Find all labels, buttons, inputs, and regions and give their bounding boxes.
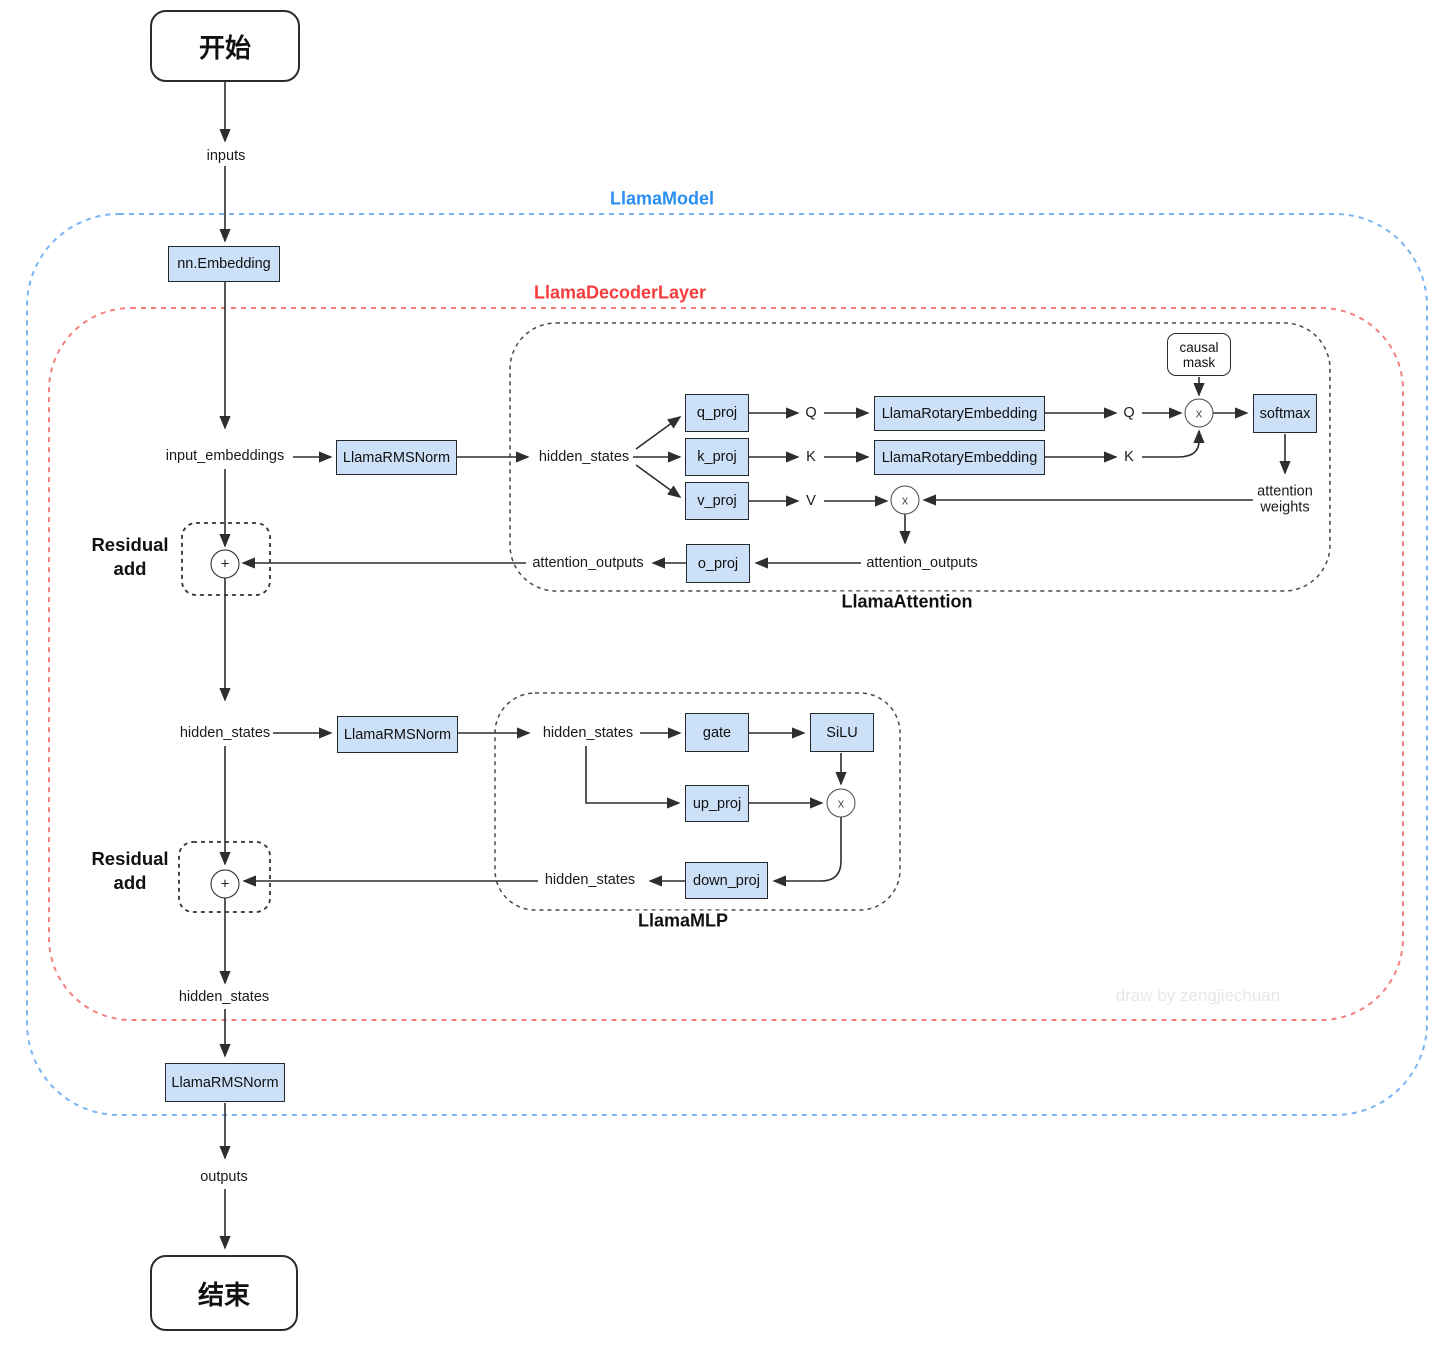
post-attention-rmsnorm-node: LlamaRMSNorm: [337, 716, 458, 753]
k-proj-node: k_proj: [685, 438, 749, 476]
start-node: 开始: [150, 10, 300, 82]
llama-decoder-layer-container: [48, 307, 1404, 1021]
causal-mask-node: causal mask: [1167, 333, 1231, 376]
mlp-multiply-icon: x: [826, 788, 856, 818]
attention-outputs-right-label: attention_outputs: [863, 555, 981, 571]
residual-label-1-line2: add: [113, 558, 147, 579]
end-node: 结束: [150, 1255, 298, 1331]
causal-mask-line2: mask: [1182, 354, 1216, 370]
attention-outputs-left-label: attention_outputs: [529, 555, 647, 571]
rotary-embedding-k-node: LlamaRotaryEmbedding: [874, 440, 1045, 475]
attention-weights-label: attention weights: [1254, 483, 1316, 516]
final-rmsnorm-node: LlamaRMSNorm: [165, 1063, 285, 1102]
residual-label-2-line1: Residual: [91, 848, 169, 869]
llama-mlp-title: LlamaMLP: [633, 910, 733, 932]
residual-add-box-2: [178, 841, 271, 913]
hidden-states-out-label: hidden_states: [175, 989, 273, 1005]
q-label: Q: [802, 405, 820, 421]
diagram-edges: [219, 82, 1291, 1250]
down-proj-node: down_proj: [685, 862, 768, 899]
llama-mlp-container: [494, 692, 901, 911]
residual-add-icon-1: +: [210, 549, 240, 579]
attention-weights-line2: weights: [1260, 499, 1310, 515]
v-proj-node: v_proj: [685, 482, 749, 520]
mlp-hidden-states-out-label: hidden_states: [541, 872, 639, 888]
inputs-label: inputs: [203, 148, 249, 164]
hidden-states-mid-label: hidden_states: [176, 725, 274, 741]
residual-add-label-1: Residual add: [91, 533, 168, 581]
causal-mask-line1: causal: [1179, 339, 1219, 355]
outputs-label: outputs: [197, 1169, 251, 1185]
llama-model-title: LlamaModel: [605, 188, 719, 210]
residual-add-icon-2: +: [210, 869, 240, 899]
gate-node: gate: [685, 713, 749, 752]
attention-hidden-states-label: hidden_states: [535, 449, 633, 465]
up-proj-node: up_proj: [685, 785, 749, 822]
q-proj-node: q_proj: [685, 394, 749, 432]
k-rotated-label: K: [1121, 449, 1137, 465]
softmax-node: softmax: [1253, 394, 1317, 433]
mlp-hidden-states-in-label: hidden_states: [539, 725, 637, 741]
silu-node: SiLU: [810, 713, 874, 752]
residual-label-1-line1: Residual: [91, 534, 169, 555]
watermark: draw by zengjiechuan: [1115, 986, 1281, 1005]
attention-weights-line1: attention: [1257, 483, 1313, 500]
llama-decoder-layer-title: LlamaDecoderLayer: [529, 282, 711, 304]
residual-label-2-line2: add: [113, 872, 147, 893]
embedding-node: nn.Embedding: [168, 246, 280, 282]
rotary-embedding-q-node: LlamaRotaryEmbedding: [874, 396, 1045, 431]
qk-multiply-icon: x: [1184, 398, 1214, 428]
llama-model-container: [26, 213, 1428, 1116]
input-rmsnorm-node: LlamaRMSNorm: [336, 440, 457, 475]
k-label: K: [803, 449, 819, 465]
o-proj-node: o_proj: [686, 544, 750, 583]
input-embeddings-label: input_embeddings: [162, 448, 288, 464]
v-multiply-icon: x: [890, 485, 920, 515]
residual-add-label-2: Residual add: [91, 847, 168, 895]
residual-add-box-1: [181, 522, 271, 596]
q-rotated-label: Q: [1120, 405, 1138, 421]
llama-attention-title: LlamaAttention: [837, 591, 977, 613]
v-label: V: [803, 493, 819, 509]
